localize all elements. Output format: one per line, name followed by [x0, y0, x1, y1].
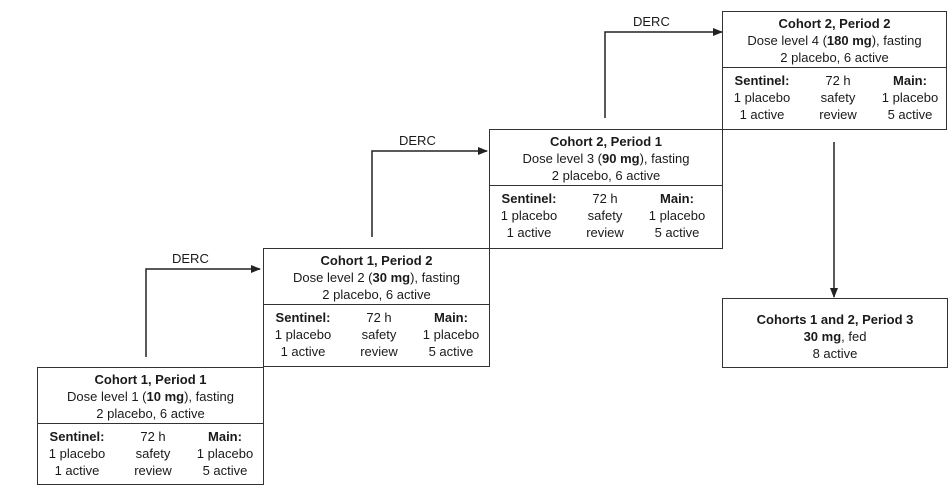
derc-label-2: DERC [399, 133, 436, 148]
sentinel-column: Sentinel: 1 placebo 1 active [500, 191, 558, 240]
main-column: Main: 1 placebo 5 active [881, 73, 939, 122]
final-allocation: 8 active [812, 346, 858, 361]
main-column: Main: 1 placebo 5 active [422, 310, 480, 359]
connector-c1p1-to-c1p2 [145, 265, 261, 357]
cohort-dose: Dose level 3 (90 mg), fasting [522, 151, 690, 166]
cohort-title: Cohort 1, Period 2 [320, 253, 433, 268]
cohort-allocation: 2 placebo, 6 active [551, 168, 661, 183]
divider [723, 67, 946, 68]
cohort-header: Cohort 1, Period 2 Dose level 2 (30 mg),… [264, 249, 489, 304]
review-column: 72 h safety review [819, 73, 857, 122]
divider [38, 423, 263, 424]
cohort-box-c1p1: Cohort 1, Period 1 Dose level 1 (10 mg),… [37, 367, 264, 485]
cohort-title: Cohort 2, Period 2 [778, 16, 891, 31]
cohort-title: Cohort 2, Period 1 [550, 134, 662, 149]
sentinel-column: Sentinel: 1 placebo 1 active [48, 429, 106, 478]
sentinel-column: Sentinel: 1 placebo 1 active [274, 310, 332, 359]
cohort-allocation: 2 placebo, 6 active [780, 50, 889, 65]
divider [490, 185, 722, 186]
cohort-box-c2p2: Cohort 2, Period 2 Dose level 4 (180 mg)… [722, 11, 947, 130]
cohort-dose: Dose level 4 (180 mg), fasting [747, 33, 922, 48]
cohort-allocation: 2 placebo, 6 active [96, 406, 205, 421]
connector-c2p1-to-c2p2 [604, 28, 723, 118]
cohort-box-c1p2: Cohort 1, Period 2 Dose level 2 (30 mg),… [263, 248, 490, 367]
derc-label-3: DERC [633, 14, 670, 29]
connector-c1p2-to-c2p1 [371, 147, 488, 237]
main-column: Main: 1 placebo 5 active [196, 429, 254, 478]
cohort-header: Cohort 2, Period 1 Dose level 3 (90 mg),… [490, 130, 722, 185]
review-column: 72 h safety review [586, 191, 624, 240]
review-column: 72 h safety review [134, 429, 172, 478]
main-column: Main: 1 placebo 5 active [648, 191, 706, 240]
final-dose: 30 mg, fed [803, 329, 867, 344]
cohort-allocation: 2 placebo, 6 active [322, 287, 431, 302]
divider [264, 304, 489, 305]
cohort-title: Cohort 1, Period 1 [94, 372, 207, 387]
cohort-header: Cohort 1, Period 1 Dose level 1 (10 mg),… [38, 368, 263, 423]
derc-label-1: DERC [172, 251, 209, 266]
cohort-header: Cohort 2, Period 2 Dose level 4 (180 mg)… [723, 12, 946, 67]
cohort-dose: Dose level 1 (10 mg), fasting [67, 389, 234, 404]
sentinel-column: Sentinel: 1 placebo 1 active [733, 73, 791, 122]
review-column: 72 h safety review [360, 310, 398, 359]
cohort-dose: Dose level 2 (30 mg), fasting [293, 270, 460, 285]
final-title: Cohorts 1 and 2, Period 3 [756, 312, 914, 327]
final-period-box: Cohorts 1 and 2, Period 3 30 mg, fed 8 a… [722, 298, 948, 368]
cohort-box-c2p1: Cohort 2, Period 1 Dose level 3 (90 mg),… [489, 129, 723, 249]
